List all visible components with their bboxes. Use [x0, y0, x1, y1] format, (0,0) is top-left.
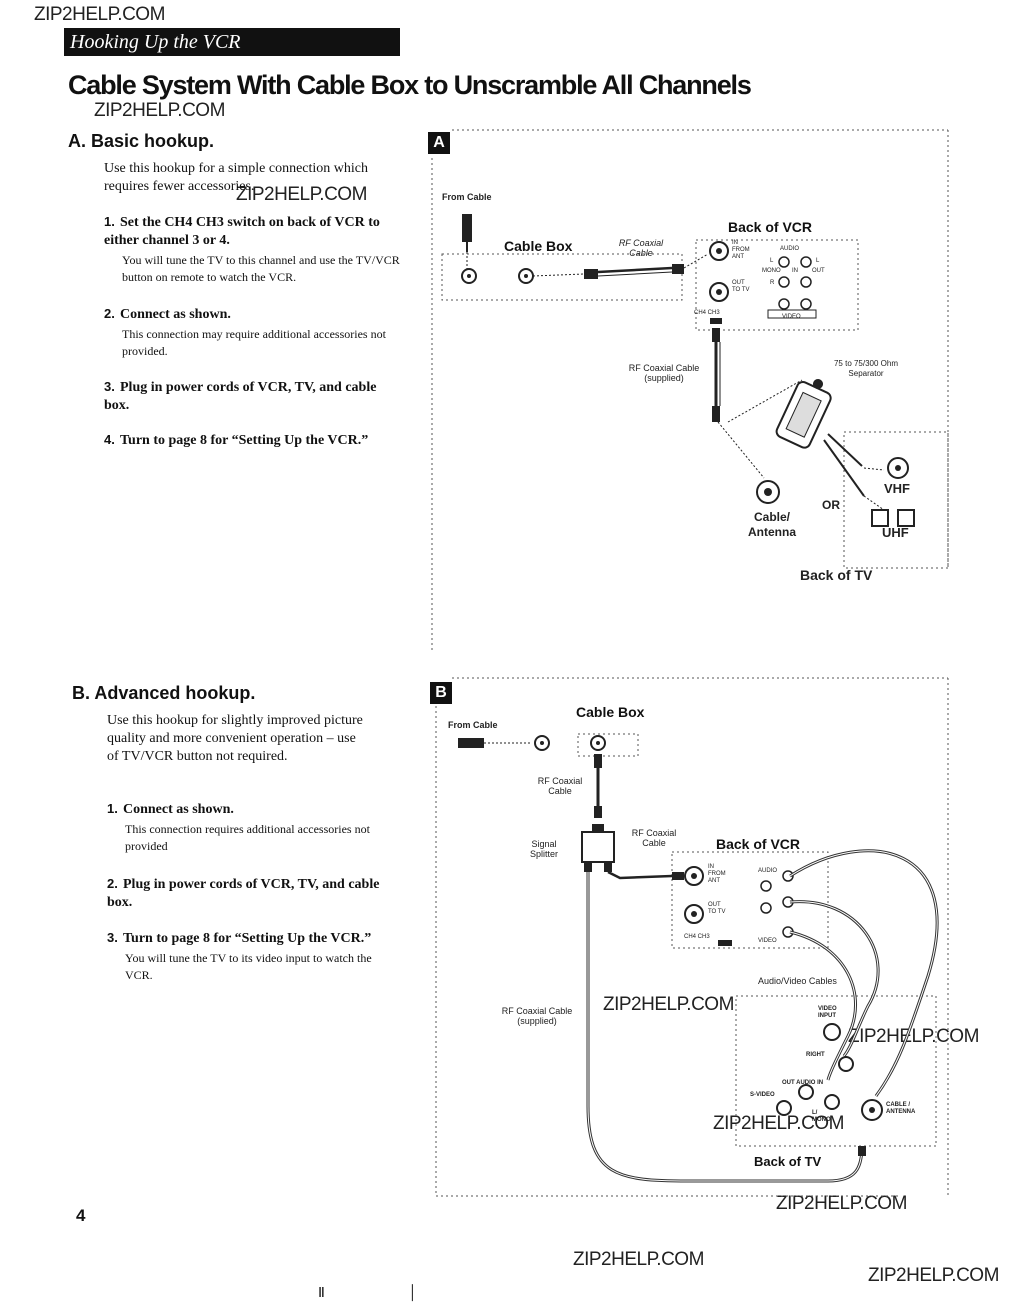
step-note: You will tune the TV to this channel and… — [122, 253, 400, 284]
ch-switch-label: CH4 CH3 — [684, 934, 710, 940]
video-label: VIDEO — [758, 938, 777, 944]
out-label: OUT — [812, 268, 825, 274]
watermark: ZIP2HELP.COM — [848, 1026, 979, 1047]
vhf-label: VHF — [884, 481, 910, 496]
in-from-ant-label: IN FROM ANT — [732, 240, 750, 260]
out-audio-in-label: OUT AUDIO IN — [782, 1080, 824, 1086]
step-number: 2. — [104, 306, 115, 321]
in-label: IN — [792, 268, 798, 274]
video-input-label: VIDEO INPUT — [818, 1006, 837, 1019]
section-a-intro: Use this hookup for a simple connection … — [104, 161, 369, 194]
page-title: Cable System With Cable Box to Unscrambl… — [68, 70, 752, 100]
s-video-label: S-VIDEO — [750, 1092, 775, 1098]
l-label: L — [816, 258, 820, 264]
diagram-a: A From Cable Cable Box RF Coaxial Cable … — [428, 128, 952, 658]
back-of-tv-label: Back of TV — [800, 567, 873, 583]
step-number: 3. — [104, 379, 115, 394]
step-note: This connection requires additional acce… — [125, 822, 370, 853]
footer-marks: Ⅱ │ — [318, 1284, 458, 1300]
step-text: Connect as shown. — [123, 802, 234, 817]
cable-antenna-label: Cable/ Antenna — [748, 510, 796, 539]
rf-coaxial-label-2: RF Coaxial Cable — [631, 828, 677, 848]
rf-supplied-label: RF Coaxial Cable (supplied) — [501, 1006, 573, 1026]
cable-antenna-label: CABLE / ANTENNA — [886, 1102, 916, 1115]
rf-coaxial-label: RF Coaxial Cable — [537, 776, 583, 796]
section-a-step: 4. Turn to page 8 for “Setting Up the VCR… — [104, 431, 400, 450]
section-b-step: 1. Connect as shown. This connection requ… — [107, 800, 401, 855]
watermark: ZIP2HELP.COM — [776, 1193, 907, 1214]
page-number: 4 — [76, 1206, 86, 1225]
section-tab: Hooking Up the VCR — [64, 28, 400, 56]
step-text: Turn to page 8 for “Setting Up the VCR.” — [120, 433, 369, 448]
rf-supplied-label: RF Coaxial Cable (supplied) — [628, 363, 700, 383]
step-text: Plug in power cords of VCR, TV, and cabl… — [107, 877, 380, 910]
video-label: VIDEO — [782, 314, 801, 320]
back-of-vcr-label: Back of VCR — [728, 219, 813, 235]
r-label: R — [770, 280, 775, 286]
watermark: ZIP2HELP.COM — [603, 994, 734, 1015]
diagram-a-drawing — [431, 129, 949, 653]
from-cable-label: From Cable — [448, 720, 498, 730]
mono-label: MONO — [762, 268, 781, 274]
watermark: ZIP2HELP.COM — [868, 1265, 999, 1286]
step-number: 3. — [107, 930, 118, 945]
watermark: ZIP2HELP.COM — [713, 1113, 844, 1134]
section-a-step: 2. Connect as shown. This connection may … — [104, 305, 400, 360]
ch-switch-label: CH4 CH3 — [694, 310, 720, 316]
step-text: Connect as shown. — [120, 307, 231, 322]
step-number: 1. — [104, 214, 115, 229]
step-number: 2. — [107, 876, 118, 891]
rf-coaxial-label: RF Coaxial Cable — [618, 238, 664, 258]
step-note: This connection may require additional a… — [122, 327, 386, 358]
step-note: You will tune the TV to its video input … — [125, 951, 372, 982]
watermark: ZIP2HELP.COM — [34, 4, 165, 25]
signal-splitter-label: Signal Splitter — [529, 839, 558, 859]
separator-label: 75 to 75/300 Ohm Separator — [833, 359, 899, 378]
from-cable-label: From Cable — [442, 192, 492, 202]
out-to-tv-label: OUT TO TV — [732, 280, 750, 293]
av-cables-label: Audio/Video Cables — [758, 976, 837, 986]
uhf-label: UHF — [882, 525, 909, 540]
section-b-step: 2.Plug in power cords of VCR, TV, and ca… — [107, 875, 401, 912]
l-label: L — [770, 258, 774, 264]
step-number: 4. — [104, 432, 115, 447]
diagram-a-badge: A — [428, 132, 450, 154]
diagram-b-drawing — [435, 677, 949, 1197]
section-a-step: 3.Plug in power cords of VCR, TV, and ca… — [104, 378, 400, 415]
section-b-intro: Use this hookup for slightly improved pi… — [107, 713, 363, 764]
l-mono-label: L/ MONO — [812, 1110, 831, 1123]
watermark: ZIP2HELP.COM — [573, 1249, 704, 1270]
diagram-b-badge: B — [430, 682, 452, 704]
or-label: OR — [822, 498, 840, 512]
section-b-step: 3. Turn to page 8 for “Setting Up the VCR… — [107, 929, 401, 984]
cable-box-label: Cable Box — [504, 238, 573, 254]
cable-box-label: Cable Box — [576, 704, 645, 720]
step-text: Plug in power cords of VCR, TV, and cabl… — [104, 380, 377, 413]
in-from-ant-label: IN FROM ANT — [708, 864, 726, 884]
section-a-step: 1.Set the CH4 CH3 switch on back of VCR … — [104, 213, 400, 286]
back-of-tv-label: Back of TV — [754, 1154, 822, 1169]
audio-label: AUDIO — [758, 868, 778, 874]
watermark: ZIP2HELP.COM — [94, 100, 225, 121]
back-of-vcr-label: Back of VCR — [716, 836, 801, 852]
step-number: 1. — [107, 801, 118, 816]
right-label: RIGHT — [806, 1052, 825, 1058]
watermark: ZIP2HELP.COM — [236, 184, 367, 205]
out-to-tv-label: OUT TO TV — [708, 902, 726, 915]
diagram-b: B Cable Box From Cable RF Coaxial Cable … — [428, 676, 952, 1202]
step-text: Set the CH4 CH3 switch on back of VCR to… — [104, 215, 380, 248]
section-b-heading: B. Advanced hookup. — [72, 683, 256, 703]
step-text: Turn to page 8 for “Setting Up the VCR.” — [123, 931, 372, 946]
section-a-heading: A. Basic hookup. — [68, 131, 215, 151]
audio-label: AUDIO — [780, 246, 800, 252]
